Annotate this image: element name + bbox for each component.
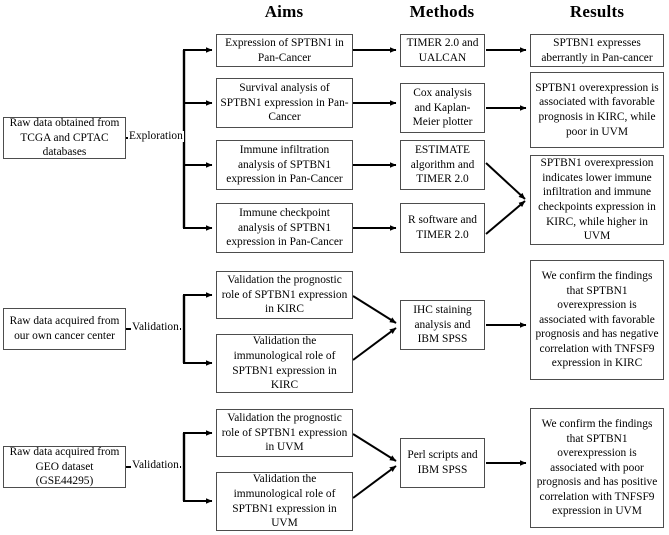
source-box-exploration: Raw data obtained from TCGA and CPTAC da…: [3, 117, 126, 159]
aim-text-immunological-uvm: Validation the immunological role of SPT…: [232, 473, 337, 530]
aim-box-immunological-kirc: Validation the immunological role of SPT…: [216, 334, 353, 393]
aim-box-immunological-uvm: Validation the immunological role of SPT…: [216, 472, 353, 531]
aim-box-prognostic-kirc: Validation the prognostic role of SPTBN1…: [216, 271, 353, 319]
aim-text-immune-checkpoint: Immune checkpoint analysis of SPTBN1 exp…: [226, 207, 343, 249]
aim-text-survival: Survival analysis of SPTBN1 expression i…: [220, 82, 349, 124]
edge-label-validation-geo: Validation: [131, 459, 180, 472]
aim-text-expression: Expression of SPTBN1 in Pan-Cancer: [225, 36, 344, 64]
source-box-validation-geo: Raw data acquired from GEO dataset (GSE4…: [3, 446, 126, 488]
aim-text-immune-infiltration: Immune infiltration analysis of SPTBN1 e…: [226, 144, 343, 186]
aim-text-prognostic-kirc: Validation the prognostic role of SPTBN1…: [221, 274, 348, 316]
edge-label-exploration: Exploration: [128, 130, 184, 143]
edge-label-validation-center: Validation: [131, 321, 180, 334]
method-box-estimate-timer: ESTIMATE algorithm and TIMER 2.0: [400, 140, 485, 190]
result-box-prognosis: SPTBN1 overexpression is associated with…: [530, 72, 664, 148]
aim-box-survival: Survival analysis of SPTBN1 expression i…: [216, 78, 353, 128]
source-text-validation-geo: Raw data acquired from GEO dataset (GSE4…: [9, 446, 120, 488]
aim-text-prognostic-uvm: Validation the prognostic role of SPTBN1…: [221, 412, 348, 454]
result-text-immune: SPTBN1 overexpression indicates lower im…: [538, 157, 656, 243]
method-text-cox-km: Cox analysis and Kaplan-Meier plotter: [412, 87, 473, 129]
method-box-r-timer: R software and TIMER 2.0: [400, 203, 485, 253]
method-text-ihc-spss: IHC staining analysis and IBM SPSS: [413, 304, 472, 346]
result-box-confirm-kirc: We confirm the findings that SPTBN1 over…: [530, 260, 664, 380]
aim-box-prognostic-uvm: Validation the prognostic role of SPTBN1…: [216, 409, 353, 457]
result-box-confirm-uvm: We confirm the findings that SPTBN1 over…: [530, 408, 664, 528]
result-text-prognosis: SPTBN1 overexpression is associated with…: [535, 81, 659, 138]
method-box-perl-spss: Perl scripts and IBM SPSS: [400, 438, 485, 488]
method-text-r-timer: R software and TIMER 2.0: [408, 214, 477, 241]
aim-text-immunological-kirc: Validation the immunological role of SPT…: [232, 335, 337, 392]
result-box-immune: SPTBN1 overexpression indicates lower im…: [530, 155, 664, 245]
method-text-estimate-timer: ESTIMATE algorithm and TIMER 2.0: [410, 144, 475, 186]
aim-box-expression: Expression of SPTBN1 in Pan-Cancer: [216, 34, 353, 67]
column-header-results: Results: [569, 2, 625, 21]
method-box-ihc-spss: IHC staining analysis and IBM SPSS: [400, 300, 485, 350]
result-text-confirm-kirc: We confirm the findings that SPTBN1 over…: [535, 269, 659, 370]
method-text-timer-ualcan: TIMER 2.0 and UALCAN: [406, 36, 479, 64]
result-text-confirm-uvm: We confirm the findings that SPTBN1 over…: [536, 417, 658, 518]
source-text-validation-center: Raw data acquired from our own cancer ce…: [9, 315, 120, 342]
method-text-perl-spss: Perl scripts and IBM SPSS: [407, 449, 478, 476]
result-text-aberrant-expression: SPTBN1 expresses aberrantly in Pan-cance…: [541, 36, 653, 64]
aim-box-immune-checkpoint: Immune checkpoint analysis of SPTBN1 exp…: [216, 203, 353, 253]
source-box-validation-center: Raw data acquired from our own cancer ce…: [3, 308, 126, 350]
column-header-aims: Aims: [264, 2, 304, 21]
source-text-exploration: Raw data obtained from TCGA and CPTAC da…: [9, 117, 120, 159]
aim-box-immune-infiltration: Immune infiltration analysis of SPTBN1 e…: [216, 140, 353, 190]
result-box-aberrant-expression: SPTBN1 expresses aberrantly in Pan-cance…: [530, 34, 664, 67]
column-header-methods: Methods: [409, 2, 475, 21]
method-box-timer-ualcan: TIMER 2.0 and UALCAN: [400, 34, 485, 67]
method-box-cox-km: Cox analysis and Kaplan-Meier plotter: [400, 83, 485, 133]
